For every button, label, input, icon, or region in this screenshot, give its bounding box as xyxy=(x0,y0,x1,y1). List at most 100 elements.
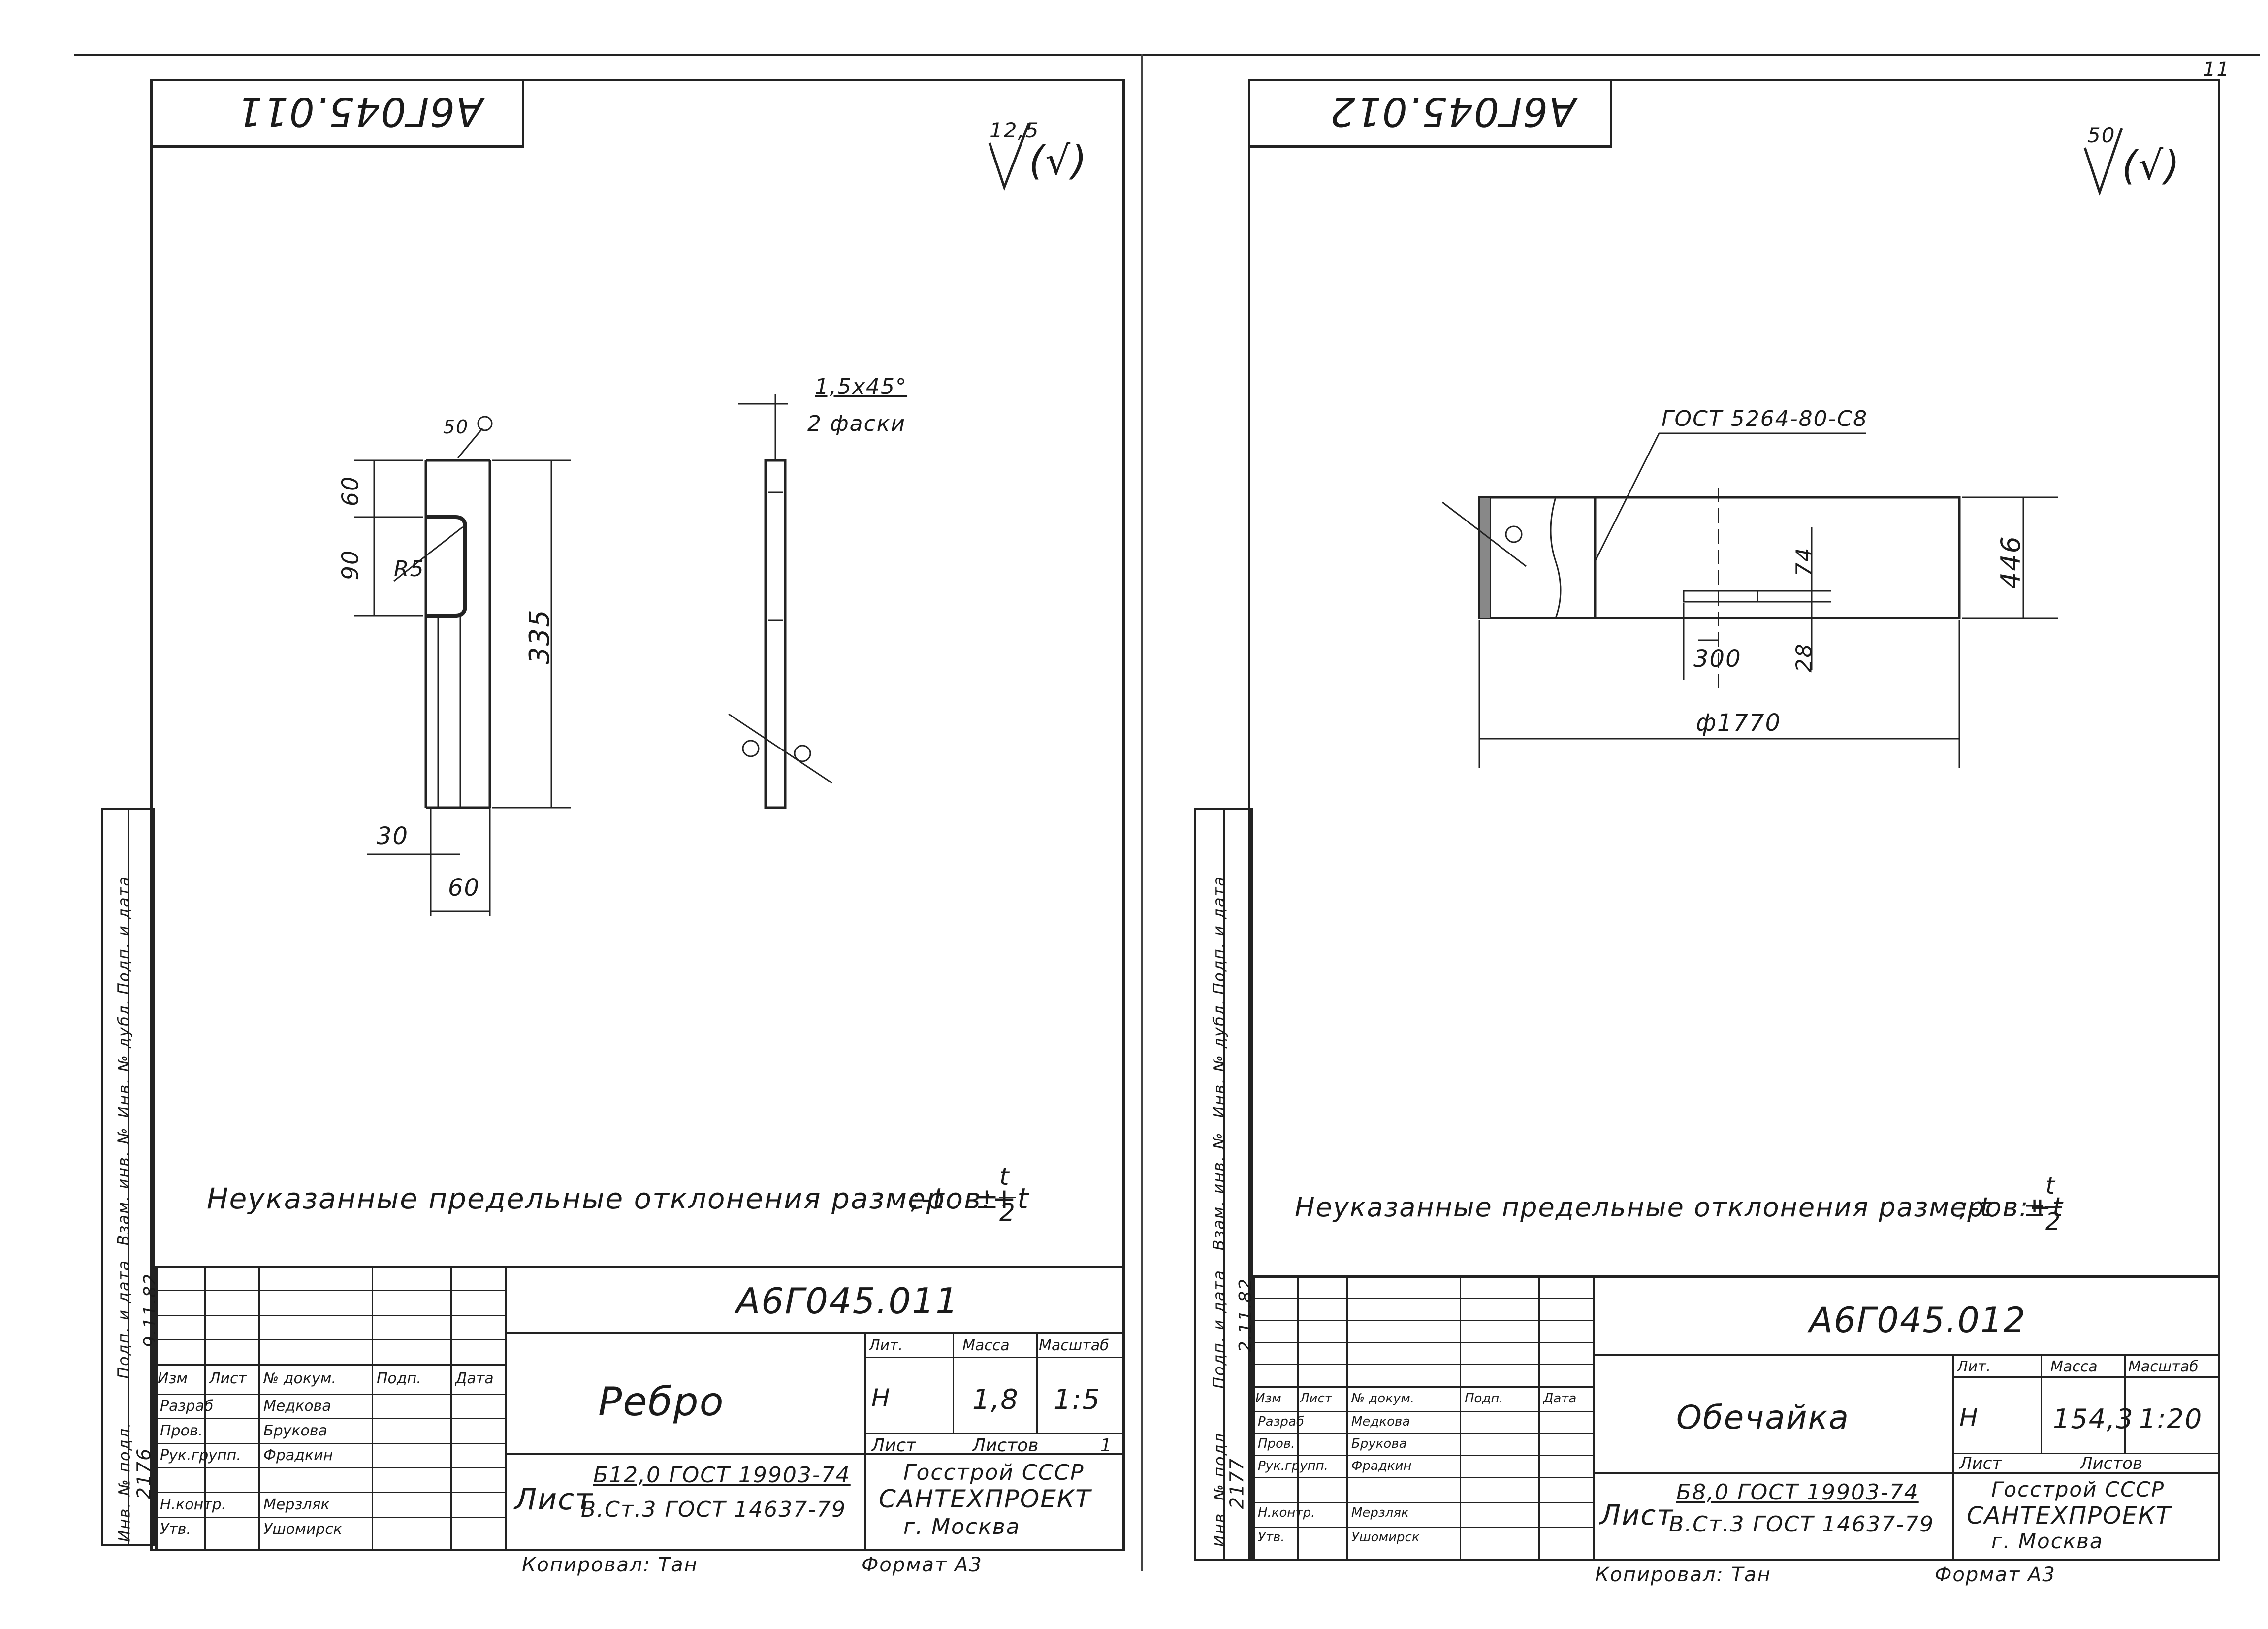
tb-lit-value: Н xyxy=(871,1384,891,1412)
strip-divider xyxy=(128,808,129,1546)
tb-row xyxy=(155,1290,505,1291)
tb-lit-value: Н xyxy=(1959,1403,1979,1432)
tb-outer xyxy=(1253,1275,2220,1561)
tb-mass-label: Масса xyxy=(962,1337,1010,1354)
tb-row xyxy=(155,1394,505,1395)
tb-scale-value: 1:20 xyxy=(2139,1403,2203,1434)
tb-person-2: Брукова xyxy=(263,1422,327,1439)
dim-30: 30 xyxy=(377,822,409,850)
sheet-1-roughness-mark: 12,5 (√) xyxy=(985,118,1103,197)
tb-row xyxy=(155,1517,505,1518)
roughness-paren: (√) xyxy=(2122,143,2181,189)
dim-446: 446 xyxy=(1995,535,2027,589)
dim-74: 74 xyxy=(1791,547,1817,577)
tb-row xyxy=(1253,1455,1593,1456)
tb-person-2: Брукова xyxy=(1351,1436,1407,1451)
tb-org-3: г. Москва xyxy=(903,1514,1021,1539)
roughness-paren: (√) xyxy=(1029,138,1088,184)
tb-sheet-label: Лист xyxy=(871,1435,917,1456)
tb-vline-mass xyxy=(953,1332,954,1433)
dim-gost-weld: ГОСТ 5264-80-С8 xyxy=(1661,406,1868,431)
chamfer-line-2: 2 фаски xyxy=(807,411,906,436)
tb-vline-scale xyxy=(1036,1332,1038,1433)
tb-col xyxy=(450,1266,452,1551)
strip-label-3: Взам. инв. № xyxy=(114,1127,133,1246)
tb-row xyxy=(1253,1320,1593,1321)
tb-col xyxy=(372,1266,373,1551)
tb-person-6: Ушомирск xyxy=(1351,1530,1420,1545)
tb-hline-code xyxy=(1593,1354,2220,1356)
tb-sheets-label: Листов xyxy=(972,1435,1039,1456)
tb-role-2: Пров. xyxy=(1258,1436,1295,1451)
sheet-2-title-block: Изм Лист № докум. Подп. Дата Разраб Пров… xyxy=(1253,1275,2220,1561)
tb-code: А6Г045.011 xyxy=(736,1280,959,1322)
note-suffix: ;-t xyxy=(1959,1192,1991,1223)
tb-mass-value: 154,3 xyxy=(2053,1403,2134,1434)
center-divider xyxy=(1141,54,1143,1571)
tb-row xyxy=(1253,1342,1593,1343)
tb-org-1: Госстрой СССР xyxy=(1991,1477,2165,1501)
tb-row xyxy=(155,1467,505,1468)
dim-90: 90 xyxy=(337,549,364,581)
strip-divider xyxy=(1223,808,1225,1561)
tb-header-sign: Подп. xyxy=(377,1370,421,1387)
tb-row xyxy=(1253,1364,1593,1365)
tb-vline-main xyxy=(1593,1275,1595,1561)
tb-hline-code xyxy=(505,1332,1125,1334)
note-num: t xyxy=(999,1162,1010,1191)
tb-hline-mat xyxy=(1593,1472,2220,1474)
tb-person-3: Фрадкин xyxy=(1351,1459,1412,1473)
tb-role-3: Рук.групп. xyxy=(160,1447,241,1464)
tb-header-date: Дата xyxy=(1543,1391,1577,1406)
tb-vline-lit xyxy=(1952,1354,1954,1561)
tb-material-1: Б12,0 ГОСТ 19903-74 xyxy=(593,1463,851,1488)
sheet-2-flipped-code: А6Г045.012 xyxy=(1329,89,1576,134)
tb-material-2: В.Ст.3 ГОСТ 14637-79 xyxy=(1669,1512,1935,1537)
tb-row xyxy=(1253,1411,1593,1412)
tb-col xyxy=(1538,1275,1540,1561)
tb-person-6: Ушомирск xyxy=(263,1521,342,1538)
page-corner-number: 11 xyxy=(2203,58,2230,81)
tb-mass-label: Масса xyxy=(2050,1358,2098,1375)
tb-hline-lit xyxy=(864,1357,1125,1358)
sheet-2-format: Формат А3 xyxy=(1935,1564,2056,1586)
tb-row xyxy=(155,1339,505,1340)
strip-label-2: Инв. № дубл. xyxy=(114,998,133,1118)
tb-role-1: Разраб xyxy=(160,1398,214,1415)
tb-col xyxy=(204,1266,206,1551)
dim-r5: R5 xyxy=(394,556,425,582)
tb-role-5: Н.контр. xyxy=(1258,1505,1315,1520)
tb-material-prefix: Лист xyxy=(1600,1499,1674,1531)
tb-sheet-label: Лист xyxy=(1959,1454,2002,1473)
tb-header-date: Дата xyxy=(455,1370,494,1387)
tb-row xyxy=(155,1364,505,1366)
tb-row xyxy=(155,1315,505,1316)
strip-label-1: Подп. и дата xyxy=(1209,876,1228,995)
tb-person-3: Фрадкин xyxy=(263,1447,333,1464)
shell-view xyxy=(1442,432,2058,768)
tb-row xyxy=(155,1443,505,1444)
rib-front-view xyxy=(354,416,571,916)
tb-org-1: Госстрой СССР xyxy=(903,1460,1085,1485)
tb-org-2: САНТЕХПРОЕКТ xyxy=(879,1485,1091,1513)
tb-role-6: Утв. xyxy=(1258,1530,1285,1545)
sheet-2-tolerance-note: Неуказанные предельные отклонения размер… xyxy=(1295,1172,2181,1236)
tb-mass-value: 1,8 xyxy=(972,1384,1020,1416)
tb-role-5: Н.контр. xyxy=(160,1496,226,1513)
top-border-line xyxy=(74,54,2260,56)
tb-material-2: В.Ст.3 ГОСТ 14637-79 xyxy=(581,1497,847,1522)
tb-scale-value: 1:5 xyxy=(1054,1384,1101,1416)
tb-person-1: Медкова xyxy=(1351,1414,1410,1429)
tb-vline-main xyxy=(505,1266,507,1551)
sheet-1-title-block: Изм Лист № докум. Подп. Дата Разраб Пров… xyxy=(155,1266,1125,1551)
tb-hline-sheet xyxy=(1952,1453,2220,1454)
tb-part-name: Ребро xyxy=(598,1379,725,1425)
tb-material-prefix: Лист xyxy=(514,1482,594,1517)
tb-col xyxy=(1460,1275,1461,1561)
tb-header-doc: № докум. xyxy=(263,1370,336,1387)
chamfer-line-1: 1,5x45° xyxy=(815,374,908,399)
tb-person-1: Медкова xyxy=(263,1398,331,1415)
tb-vline-lit xyxy=(864,1332,866,1551)
tb-row xyxy=(155,1418,505,1419)
